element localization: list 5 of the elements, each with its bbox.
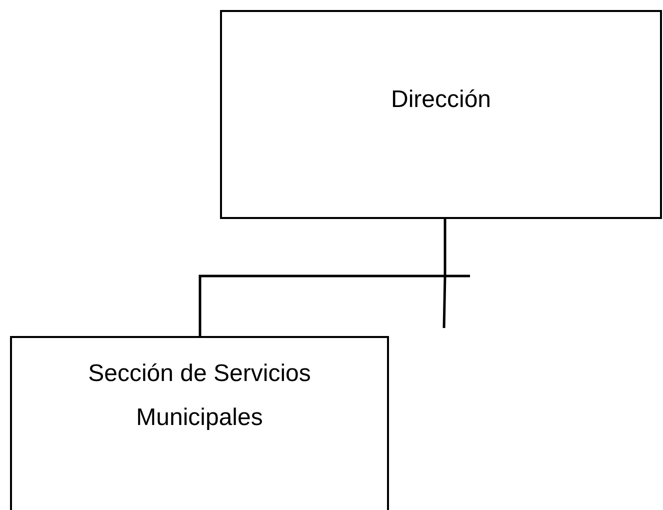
connector-line bbox=[198, 219, 446, 336]
box-label: Sección de Servicios Municipales bbox=[87, 359, 312, 433]
box-label: Dirección bbox=[390, 85, 492, 115]
org-box bbox=[10, 336, 389, 510]
org-box bbox=[220, 10, 662, 219]
